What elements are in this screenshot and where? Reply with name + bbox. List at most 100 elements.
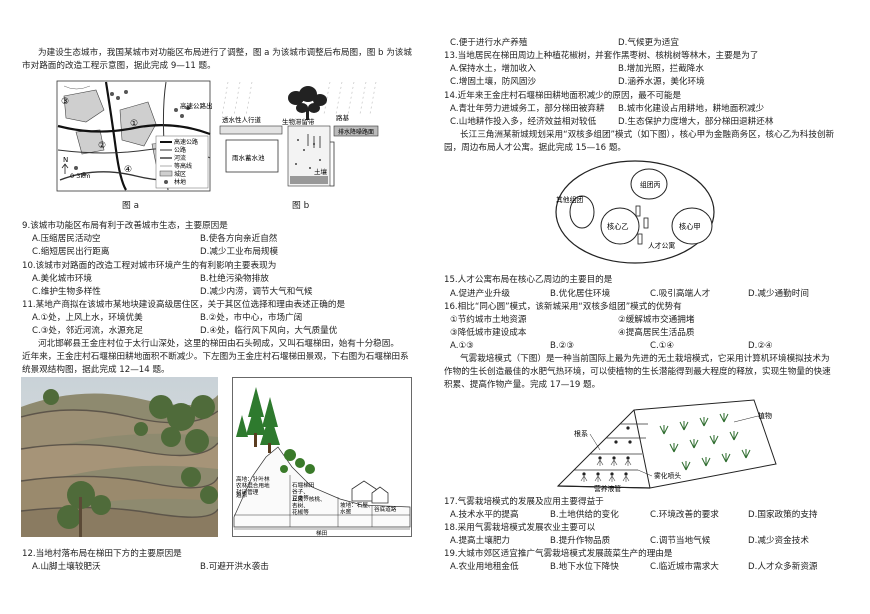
q19-option-d[interactable]: D.人才众多新资源 — [748, 562, 818, 572]
q15-option-d[interactable]: D.减少通勤时间 — [748, 289, 809, 299]
q15-stem: 15.人才公寓布局在核心乙周边的主要目的是 — [444, 275, 613, 285]
q10-option-d[interactable]: D.减少内涝，调节大气和气候 — [200, 287, 313, 297]
q10-stem: 10.该城市对路面的改造工程对城市环境产生的有利影响主要表现为 — [22, 261, 277, 271]
aero-label-nozzle: 雾化喷头 — [654, 471, 681, 480]
q11-option-d[interactable]: D.④处，临行风下风向，大气质量优 — [200, 326, 338, 336]
q16-statement-4: ④提高居民生活品质 — [618, 328, 695, 338]
figure-b-label-drain: 排水降噪路面 — [338, 128, 374, 136]
figure-a-label-3: ③ — [61, 97, 69, 107]
q12-option-c[interactable]: C.便于进行水产养殖 — [450, 38, 528, 48]
figure-b-label-eco: 生物滞留带 — [282, 117, 315, 126]
q14-option-c[interactable]: C.山地耕作投入多，经济效益相对较低 — [450, 117, 597, 127]
q18-stem: 18.采用气雾栽培模式发展农业主要可以 — [444, 523, 596, 533]
svg-text:林地: 林地 — [174, 178, 186, 186]
intro-17-19-line1: 气雾栽培模式（下图）是一种当前国际上最为先进的无土栽培模式，它采用计算机环境模拟… — [460, 354, 830, 364]
q9-option-b[interactable]: B.使各方向亲近自然 — [200, 234, 278, 244]
q11-option-c[interactable]: C.③处，邻近河流，水源充足 — [32, 326, 143, 336]
q16-option-b[interactable]: B.②③ — [550, 341, 575, 351]
q18-option-b[interactable]: B.提升作物品质 — [550, 536, 611, 546]
q17-option-c[interactable]: C.环境改善的要求 — [650, 510, 719, 520]
figure-a-legend: 高速公路 公路 河流 等高线 城区 林地 — [155, 135, 209, 189]
aero-label-plant: 植物 — [758, 411, 772, 420]
terrace-photo — [21, 377, 218, 537]
diagram-label-orchard: 丘陵：核桃、杏树、花椒等 — [292, 495, 326, 516]
q17-option-a[interactable]: A.技术水平的提高 — [450, 510, 519, 520]
q18-option-a[interactable]: A.提高土壤肥力 — [450, 536, 511, 546]
q19-option-a[interactable]: A.农业用地租金低 — [450, 562, 519, 572]
svg-text:河流: 河流 — [174, 154, 186, 162]
q10-option-a[interactable]: A.美化城市环境 — [32, 274, 93, 284]
q12-option-a[interactable]: A.山脚土壤较肥沃 — [32, 562, 101, 572]
aeroponics-diagram: 植物 根系 营养液管 雾化喷头 — [556, 399, 777, 493]
left-column: 为建设生态城市，我国某城市对功能区布局进行了调整，图 a 为该城市调整后布局图，… — [0, 0, 430, 614]
q17-stem: 17.气雾栽培模式的发展及应用主要得益于 — [444, 497, 604, 507]
svg-text:等高线: 等高线 — [174, 162, 192, 170]
figure-a-caption: 图 a — [122, 201, 139, 211]
q14-option-b[interactable]: B.城市化建设占用耕地，耕地面积减少 — [618, 104, 765, 114]
q11-option-a[interactable]: A.①处，上风上水，环境优美 — [32, 313, 143, 323]
q19-option-c[interactable]: C.临近城市需求大 — [650, 562, 719, 572]
intro-15-16-line2: 园，周边布局人才公寓。据此完成 15—16 题。 — [444, 143, 627, 153]
terrace-system-diagram: 高地：针叶林农林混合用地封闭管理 石堰梯田谷子、豆类等 丘陵：核桃、杏树、花椒等… — [232, 377, 412, 537]
q17-option-b[interactable]: B.土地供给的变化 — [550, 510, 619, 520]
q9-option-d[interactable]: D.减少工业布局规模 — [200, 247, 279, 257]
intro-12-14-line1: 河北邯郸县王金庄村位于太行山深处，这里的梯田由石头砌成，又叫石堰梯田，始有十分稳… — [38, 339, 399, 349]
diagram-label-village: 坡地：石屋、水窖 — [340, 501, 374, 515]
ellipse-label-group-other: 其他组团 — [556, 195, 583, 204]
q16-option-c[interactable]: C.①④ — [650, 341, 675, 351]
q18-option-d[interactable]: D.减少资金技术 — [748, 536, 809, 546]
aero-label-root: 根系 — [574, 429, 588, 438]
q9-option-c[interactable]: C.缩短居民出行距离 — [32, 247, 110, 257]
intro-9-11-line2: 市对路面的改造工程示意图，据此完成 9—11 题。 — [22, 61, 216, 71]
figure-a-highway-exit: 高速公路出入口 — [180, 101, 212, 110]
dual-core-diagram: 组团丙 其他组团 核心乙 核心甲 人才公寓 — [555, 160, 715, 264]
q13-option-c[interactable]: C.增固土壤，防风固沙 — [450, 77, 537, 87]
q16-option-a[interactable]: A.①③ — [450, 341, 474, 351]
ellipse-label-group-a: 组团丙 — [640, 180, 661, 189]
q19-option-b[interactable]: B.地下水位下降快 — [550, 562, 619, 572]
figure-a-label-2: ② — [98, 141, 106, 151]
q14-option-d[interactable]: D.生态保护力度增大，部分梯田退耕还林 — [618, 117, 774, 127]
q13-stem: 13.当地居民在梯田周边上种植花椒树，并套作黑枣树、核桃树等林木，主要是为了 — [444, 51, 759, 61]
svg-text:公路: 公路 — [174, 146, 186, 154]
diagram-label-terrace: 石堰梯田谷子、豆类等 — [292, 481, 315, 502]
q12-option-b[interactable]: B.可避开洪水袭击 — [200, 562, 269, 572]
q16-statement-3: ③降低城市建设成本 — [450, 328, 527, 338]
ellipse-label-core-b: 核心乙 — [607, 222, 629, 231]
q9-stem: 9.该城市功能区布局有利于改善城市生态，主要原因是 — [22, 221, 228, 231]
q16-statement-2: ②缓解城市交通拥堵 — [618, 315, 695, 325]
q10-option-c[interactable]: C.维护生物多样性 — [32, 287, 101, 297]
figure-b-label-rainpool: 雨水蓄水池 — [232, 153, 265, 162]
q13-option-d[interactable]: D.涵养水源，美化环境 — [618, 77, 705, 87]
figure-b-label-road: 路基 — [336, 113, 350, 122]
intro-12-14-line3: 统景观结构图，据此完成 12—14 题。 — [22, 365, 170, 375]
q15-option-b[interactable]: B.优化居住环境 — [550, 289, 611, 299]
diagram-label-peak: 高地：针叶林农林混合用地封闭管理 — [236, 475, 270, 496]
diagram-label-bottom: 梯田 — [316, 529, 328, 537]
q17-option-d[interactable]: D.国家政策的支持 — [748, 510, 818, 520]
ellipse-label-core-a: 核心甲 — [679, 222, 701, 231]
q16-option-d[interactable]: D.②④ — [748, 341, 773, 351]
right-column: C.便于进行水产养殖 D.气候更为适宜 13.当地居民在梯田周边上种植花椒树，并… — [432, 0, 870, 614]
figure-a-compass: N — [63, 156, 68, 164]
svg-text:高速公路: 高速公路 — [174, 138, 198, 146]
figure-a-label-1: ① — [130, 119, 138, 129]
q15-option-c[interactable]: C.吸引高端人才 — [650, 289, 711, 299]
q18-option-c[interactable]: C.调节当地气候 — [650, 536, 711, 546]
q11-option-b[interactable]: B.②处，市中心，市场广阔 — [200, 313, 303, 323]
intro-17-19-line3: 积累、提高作物产量。完成 17—19 题。 — [444, 380, 601, 390]
q9-option-a[interactable]: A.压缩居民活动空 — [32, 234, 101, 244]
q10-option-b[interactable]: B.杜绝污染物排放 — [200, 274, 269, 284]
q14-option-a[interactable]: A.青壮年劳力进城务工，部分梯田被弃耕 — [450, 104, 605, 114]
q16-statement-1: ①节约城市土地资源 — [450, 315, 527, 325]
q12-stem: 12.当地村落布局在梯田下方的主要原因是 — [22, 549, 182, 559]
intro-9-11-line1: 为建设生态城市，我国某城市对功能区布局进行了调整，图 a 为该城市调整后布局图，… — [38, 48, 412, 58]
ellipse-label-talent: 人才公寓 — [648, 241, 675, 250]
q19-stem: 19.大城市郊区适宜推广气雾栽培模式发展蔬菜生产的理由是 — [444, 549, 673, 559]
q12-option-d[interactable]: D.气候更为适宜 — [618, 38, 679, 48]
q13-option-b[interactable]: B.增加光照，拦截降水 — [618, 64, 704, 74]
q13-option-a[interactable]: A.保持水土，增加收入 — [450, 64, 536, 74]
figure-a-map: ③ ① ② ④ 高速公路出入口 N 0 3km 高速公路 公路 河流 等高线 城… — [56, 80, 212, 192]
intro-17-19-line2: 作物的生长创造最佳的水肥气热环境，可以使植物的生长潜能得到最大程度的释放，实现生… — [444, 367, 831, 377]
q15-option-a[interactable]: A.促进产业升级 — [450, 289, 511, 299]
